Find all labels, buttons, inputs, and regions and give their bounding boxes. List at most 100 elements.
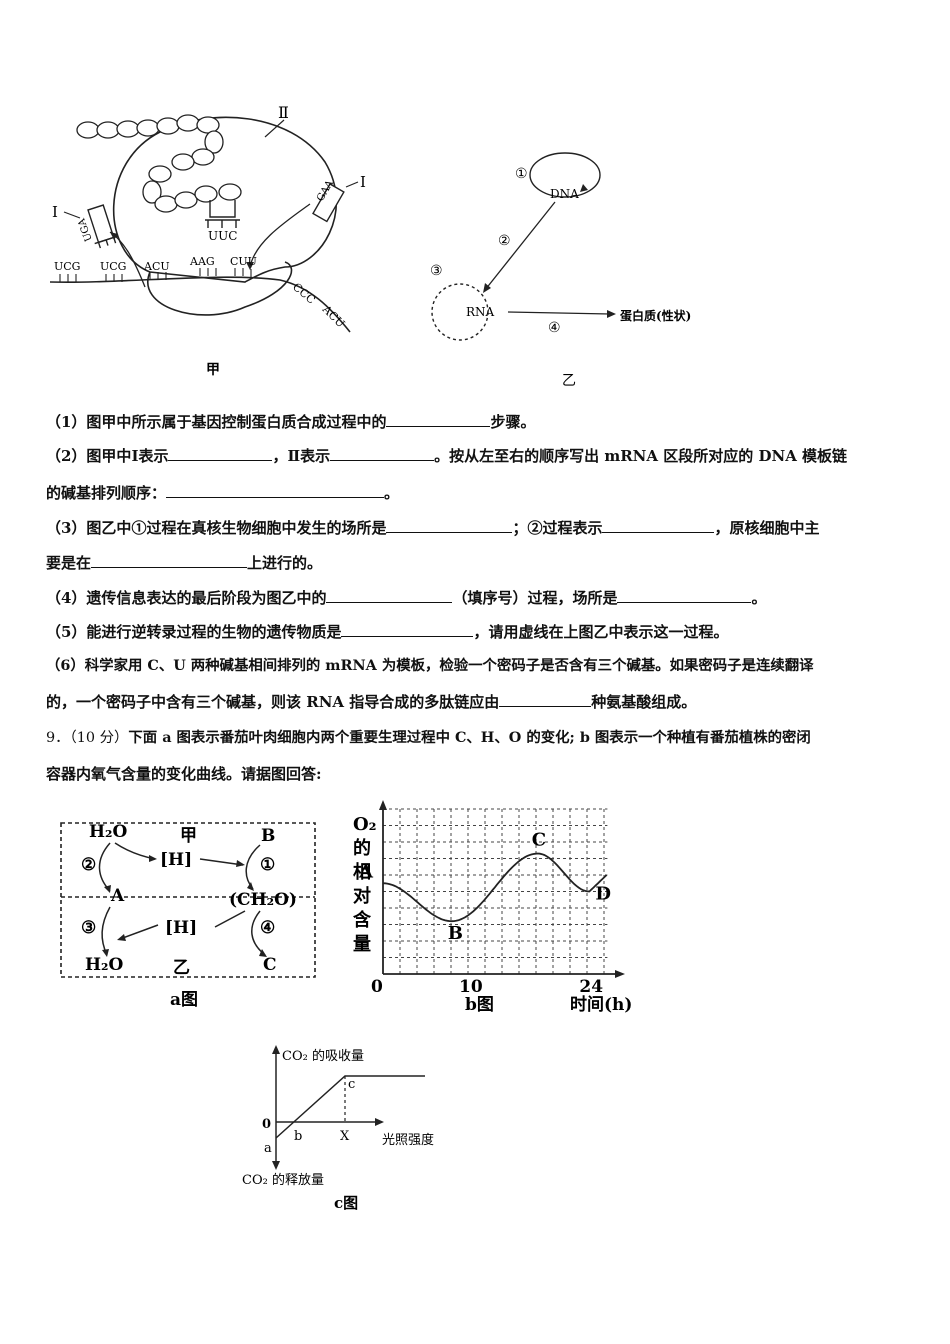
c-zero: 0 [262, 1117, 271, 1132]
q4-blank-1[interactable] [326, 588, 453, 603]
b-x-tick: 10 [459, 977, 483, 997]
b-ylabel: O₂ 的 相 对 含 量 [353, 814, 377, 955]
a-head-4 [247, 882, 254, 891]
arrow-translation [507, 311, 611, 315]
arrow-head-enter [246, 262, 254, 270]
q2-blank-1[interactable] [168, 446, 273, 461]
b-ylabel-2: 的 [353, 837, 371, 859]
q3-text-d: 要是在 [46, 554, 92, 572]
label-rna: RNA [466, 305, 495, 319]
b-caption: b图 [465, 995, 494, 1015]
a-H-top: [H] [160, 850, 192, 870]
a-h2o-top: H₂O [89, 822, 128, 842]
q3-blank-2[interactable] [602, 518, 715, 533]
a-head-2 [149, 855, 157, 862]
q9-number: 9．（10 分） [46, 730, 129, 746]
label-trna-left: Ⅰ [52, 203, 58, 221]
a-h2o-bottom: H₂O [85, 955, 124, 975]
q4-text-b: （填序号）过程，场所是 [452, 589, 618, 607]
q3-blank-1[interactable] [386, 518, 513, 533]
b-point-D: D [595, 884, 611, 905]
q1-text-b: 步骤。 [490, 413, 536, 431]
trna-left [87, 204, 118, 249]
arrow-head-exit [110, 232, 118, 240]
question-2-line-2: 的碱基排列顺序： 。 [46, 483, 399, 503]
step-2: ② [498, 233, 511, 249]
figure-jia: UUC Ⅱ UGA Ⅰ GAA Ⅰ UCG UCG ACU AAG CUU CC… [49, 103, 366, 378]
q2-blank-2[interactable] [330, 446, 435, 461]
q9-text-a: 下面 a 图表示番茄叶肉细胞内两个重要生理过程中 C、H、O 的变化; b 图表… [128, 729, 811, 746]
caption-jia: 甲 [206, 362, 220, 378]
a-arrow-B-to-ch2o [245, 844, 261, 890]
q6-text-a: （6）科学家用 C、U 两种碱基相间排列的 mRNA 为模板，检验一个密码子是否… [46, 657, 814, 674]
b-ylabel-4: 对 [353, 885, 371, 907]
a-head-1 [104, 885, 111, 893]
c-X: X [340, 1129, 350, 1144]
a-head-6 [117, 934, 126, 941]
caption-a: a图 [170, 990, 198, 1010]
a-step-1: ① [260, 855, 275, 875]
label-dna: DNA [550, 187, 579, 201]
q4-text-a: （4）遗传信息表达的最后阶段为图乙中的 [46, 589, 327, 607]
b-grid [383, 806, 608, 974]
c-ylabel-top: CO₂ 的吸收量 [282, 1048, 364, 1064]
b-point-B: B [448, 923, 463, 944]
trna-center [205, 200, 240, 228]
mrna-teeth [59, 268, 252, 282]
arrow-head-transcription [483, 283, 491, 293]
arrow-transcription [484, 201, 556, 291]
step-4: ④ [548, 320, 561, 336]
ribosome-large-subunit [112, 116, 337, 283]
q6-blank[interactable] [499, 692, 592, 707]
figure-a: H₂O 甲 B ② [H] ① A (CH₂O) ③ [H] ④ H₂O 乙 C… [60, 822, 316, 1010]
a-step-3: ③ [81, 918, 96, 938]
a-arrow-H-to-A [119, 924, 159, 940]
a-step-4: ④ [260, 918, 275, 938]
mrna-strand [49, 276, 351, 333]
codon-4: AAG [189, 255, 215, 268]
q2-blank-3[interactable] [166, 483, 385, 498]
q3-blank-3[interactable] [91, 553, 248, 568]
question-9-line-1: 9．（10 分）下面 a 图表示番茄叶肉细胞内两个重要生理过程中 C、H、O 的… [46, 728, 811, 748]
q6-text-c: 种氨基酸组成。 [591, 693, 697, 711]
c-b: b [294, 1129, 302, 1144]
q9-text-b: 容器内氧气含量的变化曲线。请据图回答: [46, 765, 322, 783]
figure-a-frame [60, 822, 316, 978]
arrow-head-loop [580, 184, 588, 192]
c-ylabel-bottom: CO₂ 的释放量 [242, 1172, 324, 1188]
pointer-i-right [345, 181, 359, 188]
question-1: （1）图甲中所示属于基因控制蛋白质合成过程中的步骤。 [46, 412, 535, 432]
c-caption: c图 [334, 1194, 358, 1212]
question-6-line-1: （6）科学家用 C、U 两种碱基相间排列的 mRNA 为模板，检验一个密码子是否… [46, 656, 814, 676]
c-c: c [348, 1077, 355, 1092]
a-arrow-h2o-to-A [98, 842, 111, 892]
q2-text-a: （2）图甲中Ⅰ表示 [46, 447, 169, 465]
b-ylabel-5: 含 [353, 909, 372, 931]
q2-text-d: 的碱基排列顺序： [46, 484, 167, 502]
b-x-tick: 24 [579, 977, 603, 997]
c-y-axis-head-top [272, 1045, 280, 1054]
q2-text-e: 。 [384, 484, 400, 502]
a-A: A [110, 886, 125, 906]
q4-blank-2[interactable] [617, 588, 752, 603]
q5-blank[interactable] [341, 622, 474, 637]
label-trna-right: Ⅰ [360, 173, 366, 191]
b-ylabel-1: O₂ [353, 814, 377, 835]
a-H-bottom: [H] [165, 918, 197, 938]
question-9-line-2: 容器内氧气含量的变化曲线。请据图回答: [46, 764, 322, 784]
a-step-2: ② [81, 855, 96, 875]
question-3-line-2: 要是在上进行的。 [46, 553, 322, 573]
a-arrow-A-to-h2o [101, 906, 111, 956]
trna-right [312, 183, 345, 223]
question-2-line-1: （2）图甲中Ⅰ表示，Ⅱ表示。按从左至右的顺序写出 mRNA 区段所对应的 DNA… [46, 446, 847, 466]
q1-blank[interactable] [386, 412, 491, 427]
ribosome-small-subunit [147, 261, 293, 316]
pointer-ii [264, 119, 285, 138]
c-y-axis-head-bottom [272, 1161, 280, 1170]
b-ylabel-6: 量 [353, 933, 371, 955]
b-x-axis-head [615, 970, 625, 978]
q3-text-b: ；②过程表示 [512, 519, 603, 537]
figure-yi: ① DNA ② ③ RNA ④ 蛋白质(性状) 乙 [430, 152, 691, 389]
a-C: C [263, 955, 277, 975]
codon-5: CUU [230, 255, 257, 268]
